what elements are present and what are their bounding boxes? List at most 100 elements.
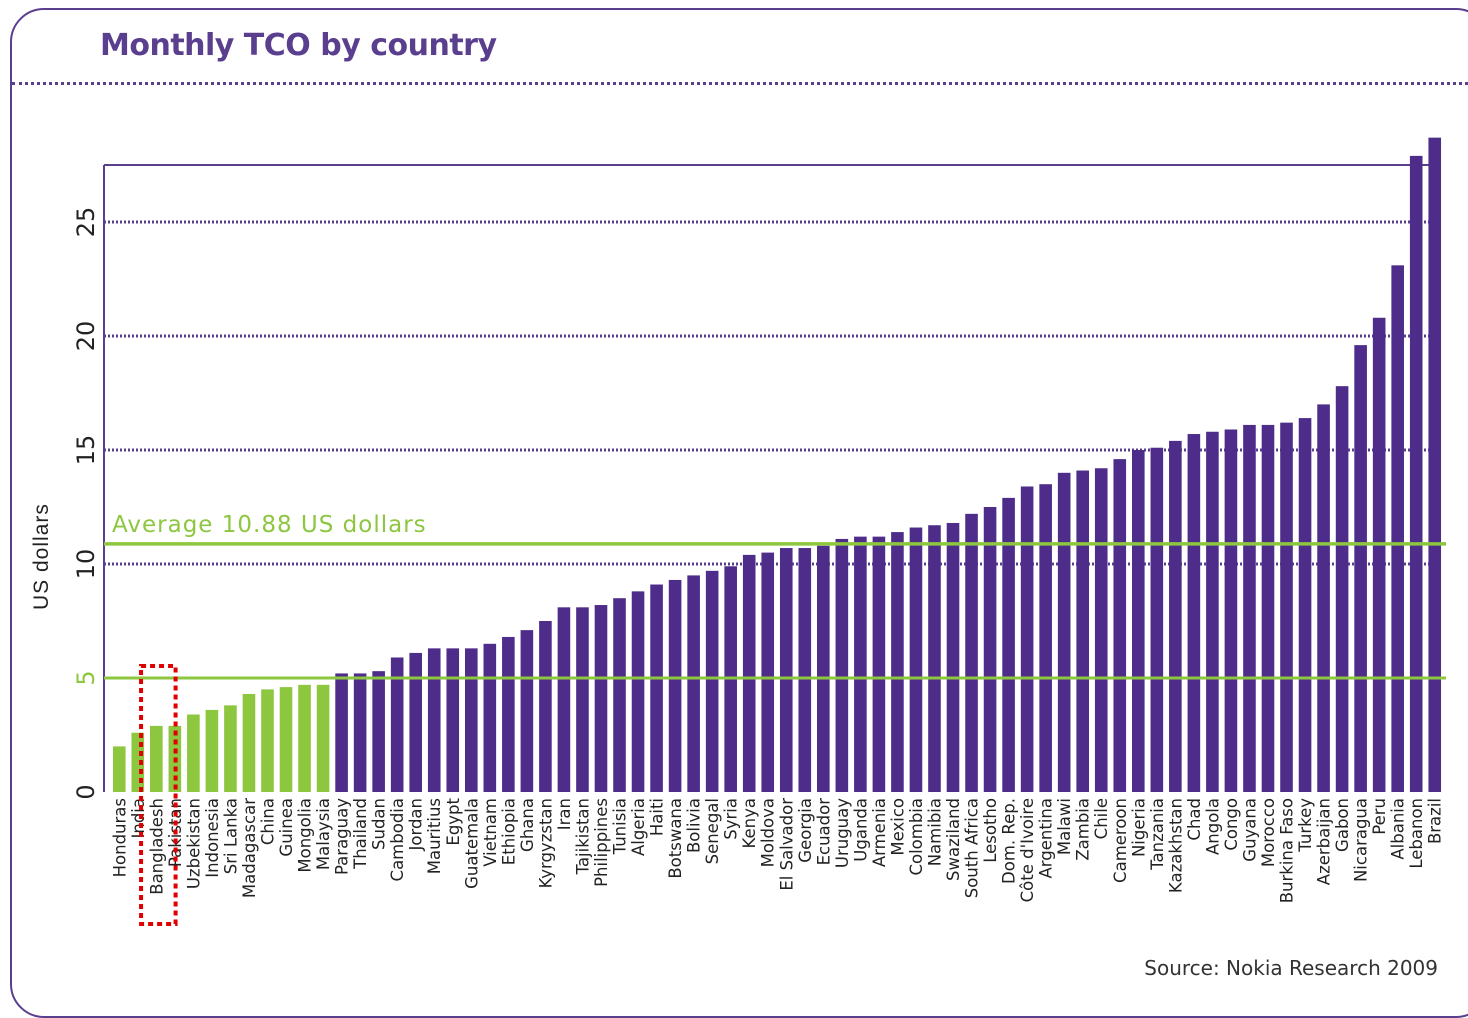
bar-cameroon bbox=[1113, 459, 1127, 792]
overlay: Average 10.88 US dollars bbox=[104, 512, 1446, 926]
x-tick-label: Algeria bbox=[629, 798, 648, 856]
x-tick-label: Mauritius bbox=[425, 798, 444, 874]
bar-colombia bbox=[909, 527, 923, 792]
bar-nicaragua bbox=[1354, 345, 1367, 792]
bar-congo bbox=[1224, 429, 1238, 792]
x-tick-label: Egypt bbox=[444, 797, 463, 845]
bar-iran bbox=[557, 607, 571, 792]
bar-peru bbox=[1372, 317, 1386, 792]
x-tick-label: Kazakhstan bbox=[1166, 798, 1185, 893]
bar-azerbaijan bbox=[1317, 404, 1330, 792]
x-tick-label: Colombia bbox=[907, 798, 926, 876]
bar-ghana bbox=[520, 630, 534, 792]
x-tick-label: Nigeria bbox=[1129, 798, 1148, 857]
bar-chile bbox=[1094, 468, 1108, 792]
x-tick-label: China bbox=[258, 798, 277, 845]
y-tick-label: 10 bbox=[72, 549, 100, 580]
bar-malawi bbox=[1057, 472, 1071, 792]
bar-angola bbox=[1206, 431, 1219, 792]
page-title: Monthly TCO by country bbox=[100, 28, 497, 63]
bar-zambia bbox=[1076, 470, 1090, 792]
bar-morocco bbox=[1261, 424, 1275, 792]
x-tick-label: Gabon bbox=[1333, 798, 1352, 852]
bar-chad bbox=[1187, 434, 1201, 792]
x-tick-label: Azerbaijan bbox=[1315, 798, 1334, 885]
x-tick-label: Namibia bbox=[925, 798, 944, 866]
bar-swaziland bbox=[946, 522, 960, 792]
bars bbox=[112, 137, 1442, 792]
x-tick-label: Ethiopia bbox=[499, 798, 518, 865]
y-tick-label: 5 bbox=[72, 670, 100, 685]
x-tick-label: Kyrgyzstan bbox=[536, 798, 555, 888]
x-tick-label: Syria bbox=[722, 798, 741, 840]
x-tick-label: Turkey bbox=[1296, 798, 1315, 853]
x-tick-label: Moldova bbox=[759, 798, 778, 867]
bar-georgia bbox=[798, 548, 812, 792]
x-tick-label: Swaziland bbox=[944, 798, 963, 881]
x-tick-label: India bbox=[129, 798, 148, 839]
x-tick-label: Cambodia bbox=[388, 798, 407, 881]
bar-tunisia bbox=[613, 598, 626, 792]
bar-senegal bbox=[705, 570, 719, 792]
x-tick-label: Bolivia bbox=[685, 798, 704, 853]
bar-uzbekistan bbox=[187, 714, 200, 792]
bar-armenia bbox=[872, 536, 886, 792]
x-tick-label: Mongolia bbox=[296, 798, 315, 873]
x-tick-label: Philippines bbox=[592, 798, 611, 887]
bar-moldova bbox=[761, 552, 775, 792]
x-tick-label: Uruguay bbox=[833, 798, 852, 868]
x-tick-label: Paraguay bbox=[333, 798, 352, 875]
x-tick-label: Haiti bbox=[648, 798, 667, 836]
bar-dom-rep- bbox=[1002, 497, 1015, 792]
bar-cambodia bbox=[390, 657, 404, 792]
bar-kazakhstan bbox=[1169, 440, 1182, 792]
bar-guyana bbox=[1243, 424, 1256, 792]
bar-madagascar bbox=[242, 693, 256, 792]
x-tick-label: Iran bbox=[555, 798, 574, 830]
x-tick-label: Vietnam bbox=[481, 798, 500, 867]
bar-bangladesh bbox=[150, 725, 163, 792]
x-tick-label: Dom. Rep. bbox=[1000, 798, 1019, 884]
x-tick-label: Congo bbox=[1222, 798, 1241, 851]
bar-india bbox=[131, 732, 145, 792]
bar-kenya bbox=[742, 554, 756, 792]
y-tick-label: 25 bbox=[72, 207, 100, 238]
x-tick-label: Uzbekistan bbox=[184, 798, 203, 889]
x-tick-label: Côte d'Ivoire bbox=[1018, 798, 1037, 902]
x-tick-label: Uganda bbox=[851, 798, 870, 862]
x-tick-label: El Salvador bbox=[777, 798, 796, 891]
bar-honduras bbox=[112, 746, 126, 792]
x-tick-label: Georgia bbox=[796, 798, 815, 863]
bar-sudan bbox=[372, 671, 385, 792]
x-tick-label: Nicaragua bbox=[1352, 798, 1371, 882]
x-tick-label: Tunisia bbox=[611, 798, 630, 855]
y-tick-label: 0 bbox=[72, 784, 100, 799]
y-tick-label: 15 bbox=[72, 435, 100, 466]
bar-guinea bbox=[279, 687, 293, 792]
x-tick-label: Mexico bbox=[888, 798, 907, 856]
x-tick-label: Burkina Faso bbox=[1278, 798, 1297, 903]
y-tick-label: 20 bbox=[72, 321, 100, 352]
title-divider bbox=[12, 82, 1468, 85]
average-label: Average 10.88 US dollars bbox=[112, 512, 427, 538]
bar-ethiopia bbox=[502, 636, 515, 792]
bar-albania bbox=[1391, 265, 1404, 792]
x-tick-label: Peru bbox=[1370, 798, 1389, 835]
bar-indonesia bbox=[205, 709, 219, 792]
y-tick-labels: 0 5 10 15 20 25 bbox=[72, 207, 100, 800]
bar-guatemala bbox=[464, 648, 478, 792]
bar-sri-lanka bbox=[224, 705, 237, 792]
bar-namibia bbox=[928, 525, 941, 792]
bar-botswana bbox=[668, 579, 682, 792]
bar-egypt bbox=[446, 648, 460, 792]
bar-mongolia bbox=[298, 684, 311, 792]
x-tick-label: South Africa bbox=[963, 798, 982, 898]
x-tick-label: Botswana bbox=[666, 798, 685, 879]
bar-malaysia bbox=[316, 684, 330, 792]
bar-burkina-faso bbox=[1280, 422, 1293, 792]
bar-paraguay bbox=[335, 673, 348, 792]
x-tick-label: Kenya bbox=[740, 798, 759, 848]
bar-mauritius bbox=[427, 648, 441, 792]
